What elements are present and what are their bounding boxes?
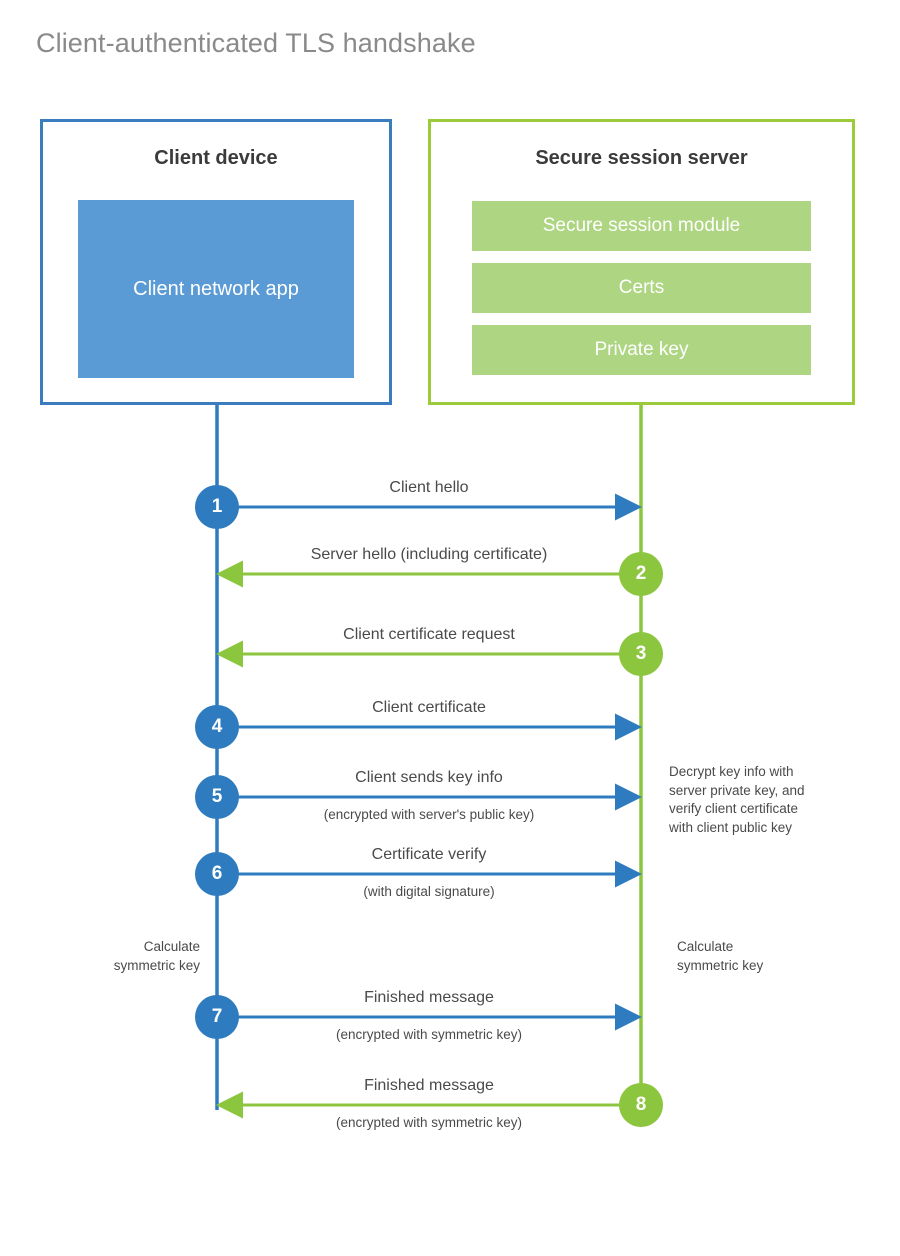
message-sublabel-5: (encrypted with server's public key)	[323, 807, 535, 822]
client-device-title: Client device	[154, 147, 278, 169]
message-label-5: Client sends key info	[355, 769, 503, 786]
secure-session-server-box: Secure session server Secure session mod…	[428, 119, 855, 405]
message-label-3: Client certificate request	[343, 626, 515, 643]
server-decrypt-note: Decrypt key info with server private key…	[669, 764, 805, 835]
message-label-7: Finished message	[364, 989, 494, 1006]
server-component-1: Secure session module	[472, 201, 811, 251]
step-badge-8[interactable]: 8	[619, 1083, 663, 1127]
message-sublabel-6: (with digital signature)	[363, 884, 495, 899]
step-badge-5[interactable]: 5	[195, 775, 239, 819]
step-badge-1[interactable]: 1	[195, 485, 239, 529]
secure-session-server-title: Secure session server	[535, 147, 748, 169]
server-symmetric-key-note: Calculate symmetric key	[677, 939, 764, 973]
client-network-app-block: Client network app	[78, 200, 354, 378]
step-badge-7[interactable]: 7	[195, 995, 239, 1039]
message-label-1: Client hello	[389, 479, 469, 496]
message-sublabel-8: (encrypted with symmetric key)	[335, 1115, 523, 1130]
message-label-4: Client certificate	[372, 699, 486, 716]
server-component-2: Certs	[472, 263, 811, 313]
step-badge-4[interactable]: 4	[195, 705, 239, 749]
step-badge-2[interactable]: 2	[619, 552, 663, 596]
client-symmetric-key-note: Calculate symmetric key	[113, 939, 200, 973]
message-label-6: Certificate verify	[371, 846, 487, 863]
step-badge-3[interactable]: 3	[619, 632, 663, 676]
server-component-3: Private key	[472, 325, 811, 375]
client-device-box: Client device Client network app	[40, 119, 392, 405]
message-label-8: Finished message	[364, 1077, 494, 1094]
message-sublabel-7: (encrypted with symmetric key)	[335, 1027, 523, 1042]
step-badge-6[interactable]: 6	[195, 852, 239, 896]
page-title: Client-authenticated TLS handshake	[36, 28, 476, 58]
message-label-2: Server hello (including certificate)	[310, 546, 548, 563]
